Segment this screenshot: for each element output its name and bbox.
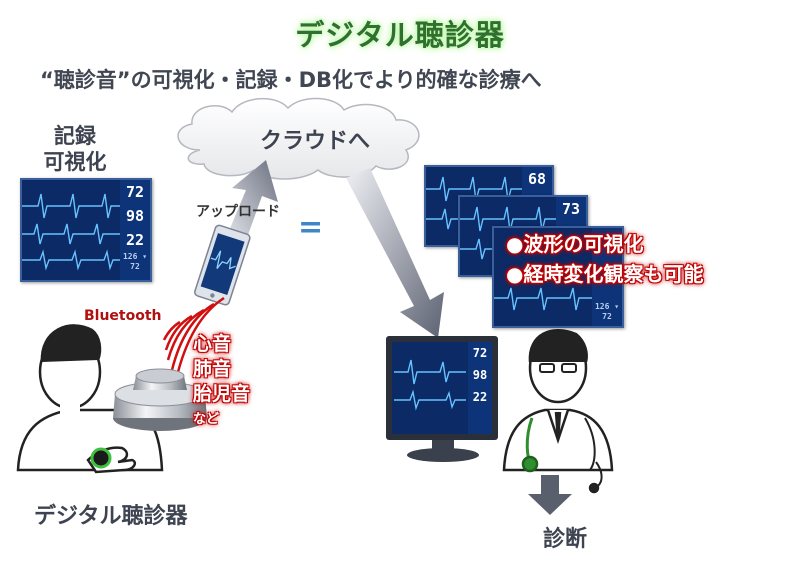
wireless-waves-icon xyxy=(162,296,225,381)
doctor-icon xyxy=(502,329,614,494)
history-monitor-3: 126 ▾ 72 xyxy=(492,226,624,328)
vital-value: 72 xyxy=(472,346,488,360)
page-title: デジタル聴診器 xyxy=(295,18,505,52)
device-label: デジタル聴診器 xyxy=(34,504,188,529)
vital-value: 73 xyxy=(561,200,581,218)
feature-notes: ●波形の可視化 ●経時変化観察も可能 xyxy=(506,229,703,289)
vital-readouts: 126 ▾ 72 xyxy=(592,228,622,326)
sound-fetal: 胎児音 xyxy=(193,383,251,405)
stethoscope-icon xyxy=(113,368,207,431)
big-monitor-readouts: 72 98 22 xyxy=(468,342,492,434)
record-label: 記録 xyxy=(54,124,96,148)
note-waveform: ●波形の可視化 xyxy=(506,232,644,256)
vital-value: 68 xyxy=(527,170,547,188)
waveform-monitor-left: 72 98 22 126 ▾ 72 xyxy=(20,178,152,282)
vital-readouts: 72 98 22 126 ▾ 72 xyxy=(120,180,150,280)
vital-value: 22 xyxy=(125,231,145,249)
upload-label: アップロード xyxy=(196,204,280,220)
vital-value: 98 xyxy=(125,207,145,225)
sound-heart: 心音 xyxy=(193,333,232,355)
record-visualize-label: 記録 可視化 xyxy=(30,123,120,175)
vital-footer: 126 ▾ 72 xyxy=(122,252,148,271)
waveform-chart xyxy=(22,193,120,271)
cloud-label: クラウドへ xyxy=(259,129,370,154)
sound-types: 心音 肺音 胎児音 など xyxy=(193,332,250,432)
download-arrow-icon xyxy=(346,168,444,338)
note-trend: ●経時変化観察も可能 xyxy=(506,262,704,286)
waveform-chart xyxy=(494,287,592,311)
vital-value: 98 xyxy=(472,368,488,382)
upload-arrow-icon xyxy=(226,160,278,246)
visualize-label: 可視化 xyxy=(43,150,107,174)
down-arrow-icon xyxy=(528,475,572,515)
sound-lung: 肺音 xyxy=(193,358,232,380)
subtitle: “聴診音”の可視化・記録・DB化でより的確な診療へ xyxy=(40,68,542,92)
vital-footer: 126 ▾ 72 xyxy=(594,302,620,321)
smartphone-icon xyxy=(194,224,251,306)
diagnosis-label: 診断 xyxy=(543,527,588,552)
sound-etc: など xyxy=(193,412,220,427)
equals-sign: = xyxy=(298,210,324,245)
bluetooth-label: Bluetooth xyxy=(84,308,162,324)
vital-value: 72 xyxy=(125,183,145,201)
vital-value: 22 xyxy=(472,390,488,404)
